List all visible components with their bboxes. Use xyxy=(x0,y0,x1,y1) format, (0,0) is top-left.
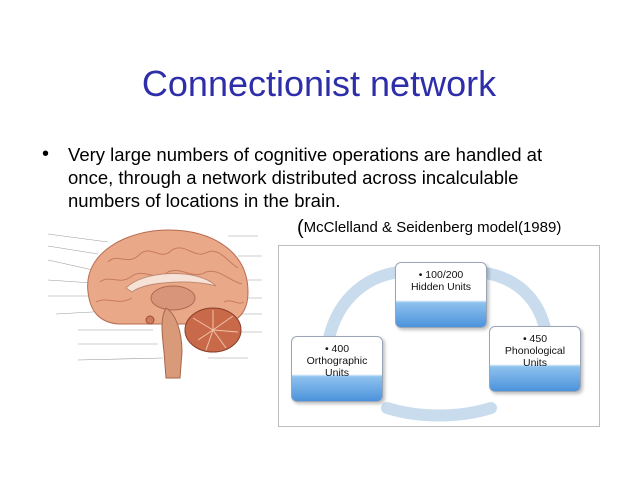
brain-stem xyxy=(161,307,183,379)
orthographic-units-suffix: Units xyxy=(325,367,349,379)
connectionist-diagram: • 100/200 Hidden Units • 400 Orthographi… xyxy=(278,245,600,427)
pituitary xyxy=(145,315,155,325)
citation-text: McClelland & Seidenberg model(1989) xyxy=(303,219,562,236)
slide-title: Connectionist network xyxy=(141,63,497,104)
hidden-units-label: Hidden Units xyxy=(410,281,472,293)
arrow-orthographic-to-hidden xyxy=(323,266,405,344)
arrow-phonological-to-orthographic xyxy=(381,402,497,422)
node-phonological-units: • 450 Phonological Units xyxy=(489,326,581,392)
hidden-units-count: • 100/200 xyxy=(418,269,464,281)
phonological-units-count: • 450 xyxy=(522,333,548,345)
arrow-hidden-to-phonological xyxy=(473,266,551,334)
bullet-marker: • xyxy=(42,143,50,165)
cerebellum-folia xyxy=(192,310,239,351)
citation-open-paren: ( xyxy=(297,217,304,239)
node-orthographic-units: • 400 Orthographic Units xyxy=(291,336,383,402)
phonological-units-suffix: Units xyxy=(523,357,547,369)
model-citation: (McClelland & Seidenberg model(1989) xyxy=(297,217,561,240)
thalamus xyxy=(150,285,196,311)
bullet-text: Very large numbers of cognitive operatio… xyxy=(68,144,543,211)
brain-illustration xyxy=(48,229,262,379)
orthographic-units-count: • 400 xyxy=(324,343,350,355)
orthographic-units-label: Orthographic xyxy=(306,355,368,367)
node-hidden-units: • 100/200 Hidden Units xyxy=(395,262,487,328)
gyri-texture xyxy=(95,247,245,304)
corpus-callosum xyxy=(125,272,217,293)
phonological-units-label: Phonological xyxy=(504,345,566,357)
cycle-arrows xyxy=(323,266,551,422)
